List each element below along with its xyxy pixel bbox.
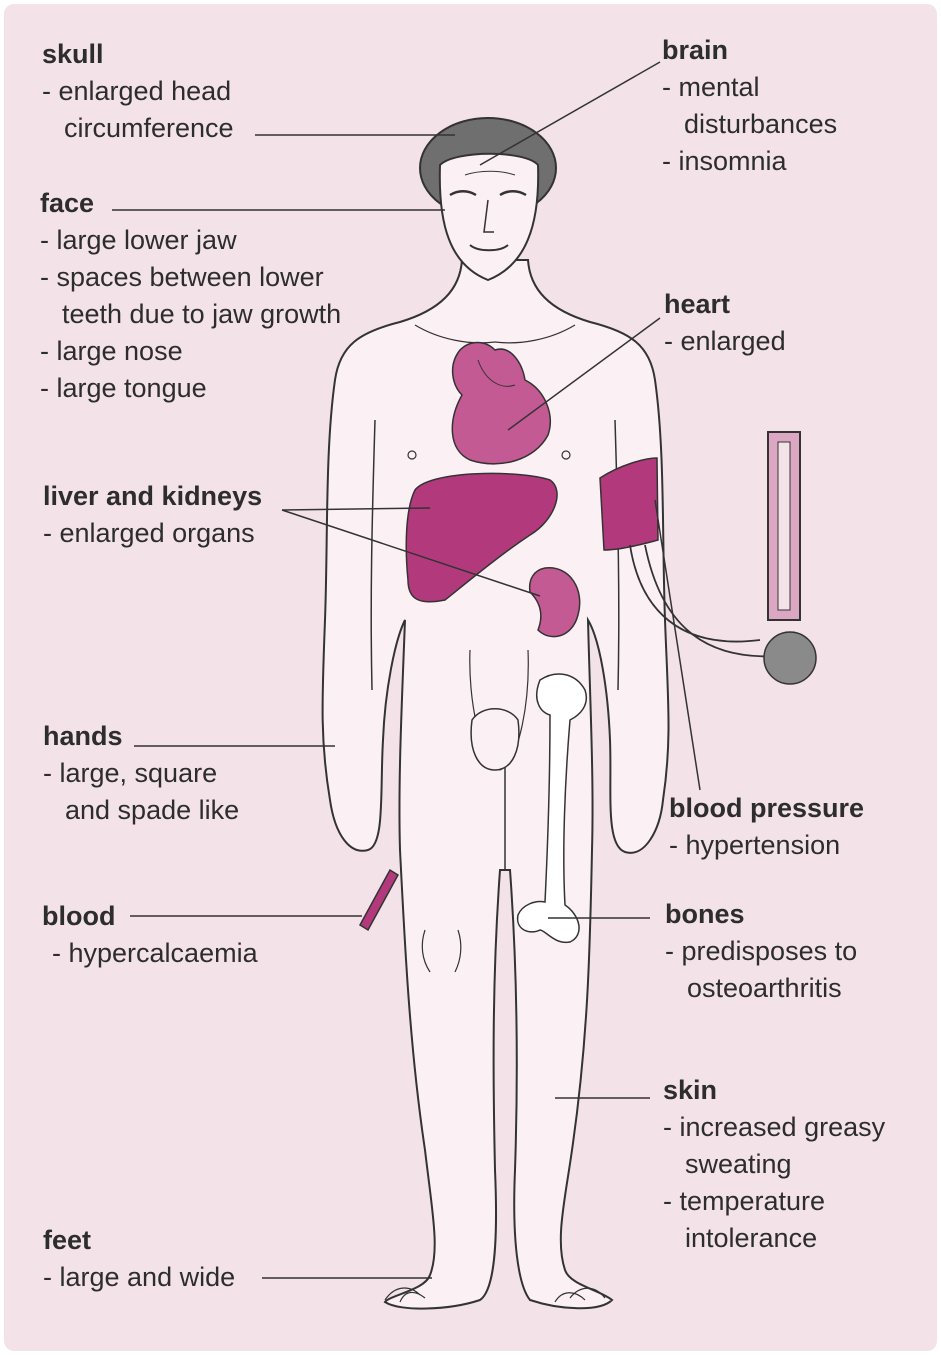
label-brain-title: brain [662, 32, 837, 69]
label-feet-line: - large and wide [43, 1259, 235, 1296]
label-skin-line: - increased greasy [663, 1109, 885, 1146]
label-face-line: - spaces between lower [40, 259, 341, 296]
label-brain-line: - insomnia [662, 143, 837, 180]
label-hands: hands - large, square and spade like [43, 718, 239, 829]
label-bp-title: blood pressure [669, 790, 864, 827]
label-skull: skull - enlarged head circumference [42, 36, 234, 147]
label-face-line: - large lower jaw [40, 222, 341, 259]
label-hands-line: and spade like [43, 792, 239, 829]
label-bones: bones - predisposes to osteoarthritis [665, 896, 857, 1007]
label-heart-title: heart [664, 286, 786, 323]
label-feet-title: feet [43, 1222, 235, 1259]
label-heart: heart - enlarged [664, 286, 786, 360]
label-blood-pressure: blood pressure - hypertension [669, 790, 864, 864]
bp-bulb [764, 632, 816, 684]
label-liver-line: - enlarged organs [43, 515, 262, 552]
label-heart-line: - enlarged [664, 323, 786, 360]
label-feet: feet - large and wide [43, 1222, 235, 1296]
label-skin-line: sweating [663, 1146, 885, 1183]
label-brain: brain - mental disturbances - insomnia [662, 32, 837, 180]
label-hands-title: hands [43, 718, 239, 755]
label-hands-line: - large, square [43, 755, 239, 792]
label-skin-line: intolerance [663, 1220, 885, 1257]
label-blood-line: - hypercalcaemia [42, 935, 258, 972]
label-skull-title: skull [42, 36, 234, 73]
label-blood: blood - hypercalcaemia [42, 898, 258, 972]
syringe [360, 870, 398, 930]
label-face-line: teeth due to jaw growth [40, 296, 341, 333]
label-skin-line: - temperature [663, 1183, 885, 1220]
label-face-line: - large nose [40, 333, 341, 370]
label-skull-line: - enlarged head [42, 73, 234, 110]
label-face-line: - large tongue [40, 370, 341, 407]
label-bones-title: bones [665, 896, 857, 933]
label-blood-title: blood [42, 898, 258, 935]
label-bones-line: osteoarthritis [665, 970, 857, 1007]
label-face-title: face [40, 185, 341, 222]
leader-brain [480, 62, 660, 165]
label-liver-title: liver and kidneys [43, 478, 262, 515]
label-bp-line: - hypertension [669, 827, 864, 864]
label-skin: skin - increased greasy sweating - tempe… [663, 1072, 885, 1257]
label-bones-line: - predisposes to [665, 933, 857, 970]
label-face: face - large lower jaw - spaces between … [40, 185, 341, 407]
label-brain-line: disturbances [662, 106, 837, 143]
label-skin-title: skin [663, 1072, 885, 1109]
label-liver-kidneys: liver and kidneys - enlarged organs [43, 478, 262, 552]
label-brain-line: - mental [662, 69, 837, 106]
label-skull-line: circumference [42, 110, 234, 147]
